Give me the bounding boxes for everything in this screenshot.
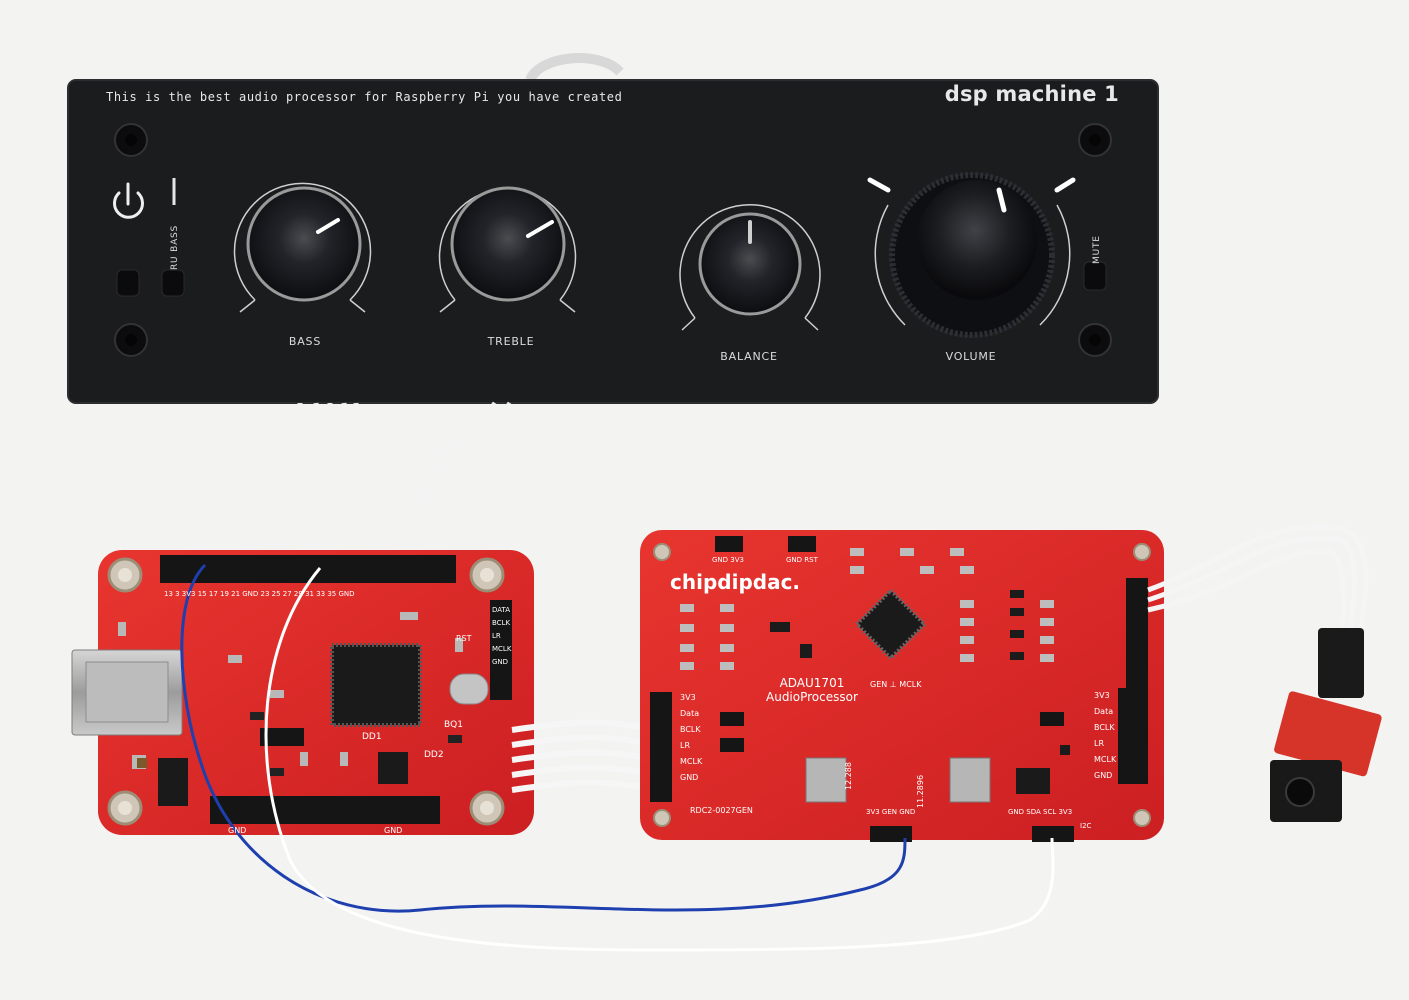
screw-icon <box>114 123 1112 357</box>
bass-knob <box>233 182 372 313</box>
headphone-jack-icon <box>1285 777 1315 807</box>
right-top-pins-2: GND RST <box>786 556 818 564</box>
label-rst: RST <box>456 634 472 643</box>
ribbon-top <box>525 53 624 83</box>
chip-line-1: ADAU1701 <box>779 676 845 690</box>
pin-lr: LR <box>680 741 691 750</box>
label-bq1: BQ1 <box>444 720 463 730</box>
right-pins-right: 3V3 Data BCLK LR MCLK GND <box>1094 688 1116 784</box>
treble-label: TREBLE <box>487 335 535 348</box>
ru-bass-button <box>161 269 185 297</box>
right-gen-mclk: GEN ⊥ MCLK <box>870 680 922 689</box>
right-top-pins-1: GND 3V3 <box>712 556 744 564</box>
right-pins-left: 3V3 Data BCLK LR MCLK GND <box>680 690 702 786</box>
left-header-right: DATA BCLK LR MCLK GND <box>492 604 511 669</box>
right-i2c-pins: GND SDA SCL 3V3 <box>1008 808 1073 816</box>
pin-3v3: 3V3 <box>680 693 696 702</box>
right-board-model: RDC2-0027GEN <box>690 806 753 815</box>
power-button <box>116 269 140 297</box>
left-header-pins: 13 3 3V3 15 17 19 21 GND 23 25 27 29 31 … <box>164 590 355 598</box>
white-wire <box>264 567 1055 952</box>
front-panel <box>67 79 1159 404</box>
pin-mclk: MCLK <box>680 757 703 766</box>
volume-knob <box>867 172 1076 338</box>
balance-knob <box>679 204 821 331</box>
mute-button <box>1083 261 1107 291</box>
pin-bclk: BCLK <box>492 619 511 627</box>
label-dd2: DD2 <box>424 750 444 760</box>
pin-bclk: BCLK <box>1094 723 1115 732</box>
mcu-chip <box>330 643 422 727</box>
treble-knob <box>438 186 577 313</box>
left-gnd-2: GND <box>384 826 403 835</box>
right-pcb <box>640 530 1164 842</box>
mute-label: MUTE <box>1092 235 1102 264</box>
pin-data: DATA <box>492 606 511 614</box>
blue-wire <box>180 563 907 913</box>
headphone-module <box>1270 628 1382 822</box>
panel-brand: dsp machine 1 <box>944 82 1119 106</box>
volume-label: VOLUME <box>945 350 997 363</box>
right-bottom-pins: 3V3 GEN GND <box>866 808 916 816</box>
wires-right <box>1147 524 1369 633</box>
pin-gnd: GND <box>1094 771 1113 780</box>
chip-line-2: AudioProcessor <box>766 690 858 704</box>
pin-lr: LR <box>492 632 501 640</box>
dsp-chip <box>853 587 928 662</box>
right-board-chip: ADAU1701 AudioProcessor <box>766 676 858 704</box>
pin-data: Data <box>680 709 700 718</box>
pin-gnd: GND <box>492 658 509 666</box>
right-i2c-label: I2C <box>1080 822 1092 830</box>
pin-mclk: MCLK <box>1094 755 1117 764</box>
bass-label: BASS <box>288 335 322 348</box>
label-dd1: DD1 <box>362 732 382 742</box>
pin-gnd: GND <box>680 773 699 782</box>
panel-tagline: This is the best audio processor for Ras… <box>106 90 623 104</box>
left-pcb <box>71 550 534 835</box>
freq-1: 12.288 <box>844 762 853 790</box>
ru-bass-label: RU BASS <box>170 224 180 270</box>
pin-bclk: BCLK <box>680 725 701 734</box>
left-gnd-1: GND <box>228 826 247 835</box>
right-board-brand: chipdipdac. <box>670 570 801 594</box>
pin-lr: LR <box>1094 739 1105 748</box>
power-icon <box>113 182 144 219</box>
freq-2: 11.2896 <box>916 774 925 808</box>
pin-mclk: MCLK <box>492 645 512 653</box>
ribbon-middle <box>511 719 661 793</box>
pin-3v3: 3V3 <box>1094 691 1110 700</box>
ribbon-wires <box>188 401 513 562</box>
balance-label: BALANCE <box>720 350 778 363</box>
pin-data: Data <box>1094 707 1114 716</box>
